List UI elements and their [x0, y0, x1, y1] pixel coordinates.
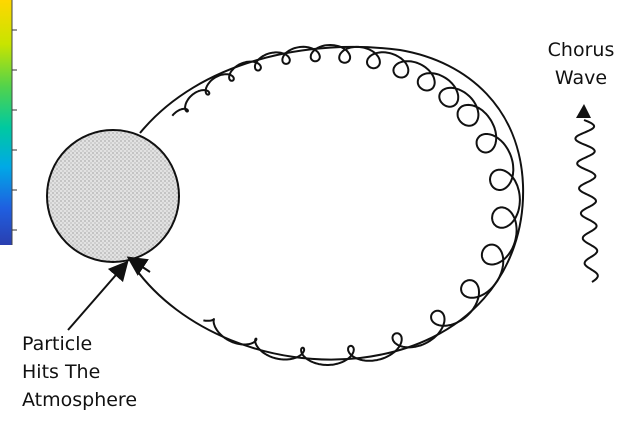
chorus-wave-label-line2: Wave: [536, 64, 626, 92]
particle-label-line3: Atmosphere: [22, 386, 137, 414]
chorus-wave-squiggle-icon: [575, 120, 597, 282]
particle-trajectory: [172, 45, 520, 365]
planet-circle-icon: [47, 130, 179, 262]
chorus-wave-label: Chorus Wave: [536, 36, 626, 92]
particle-hits-label: Particle Hits The Atmosphere: [22, 330, 137, 414]
colorbar: [0, 0, 17, 245]
chorus-wave-label-line1: Chorus: [536, 36, 626, 64]
particle-pointer-arrow: [68, 268, 122, 330]
particle-label-line1: Particle: [22, 330, 137, 358]
particle-label-line2: Hits The: [22, 358, 137, 386]
chorus-wave-arrowhead: [576, 104, 591, 118]
